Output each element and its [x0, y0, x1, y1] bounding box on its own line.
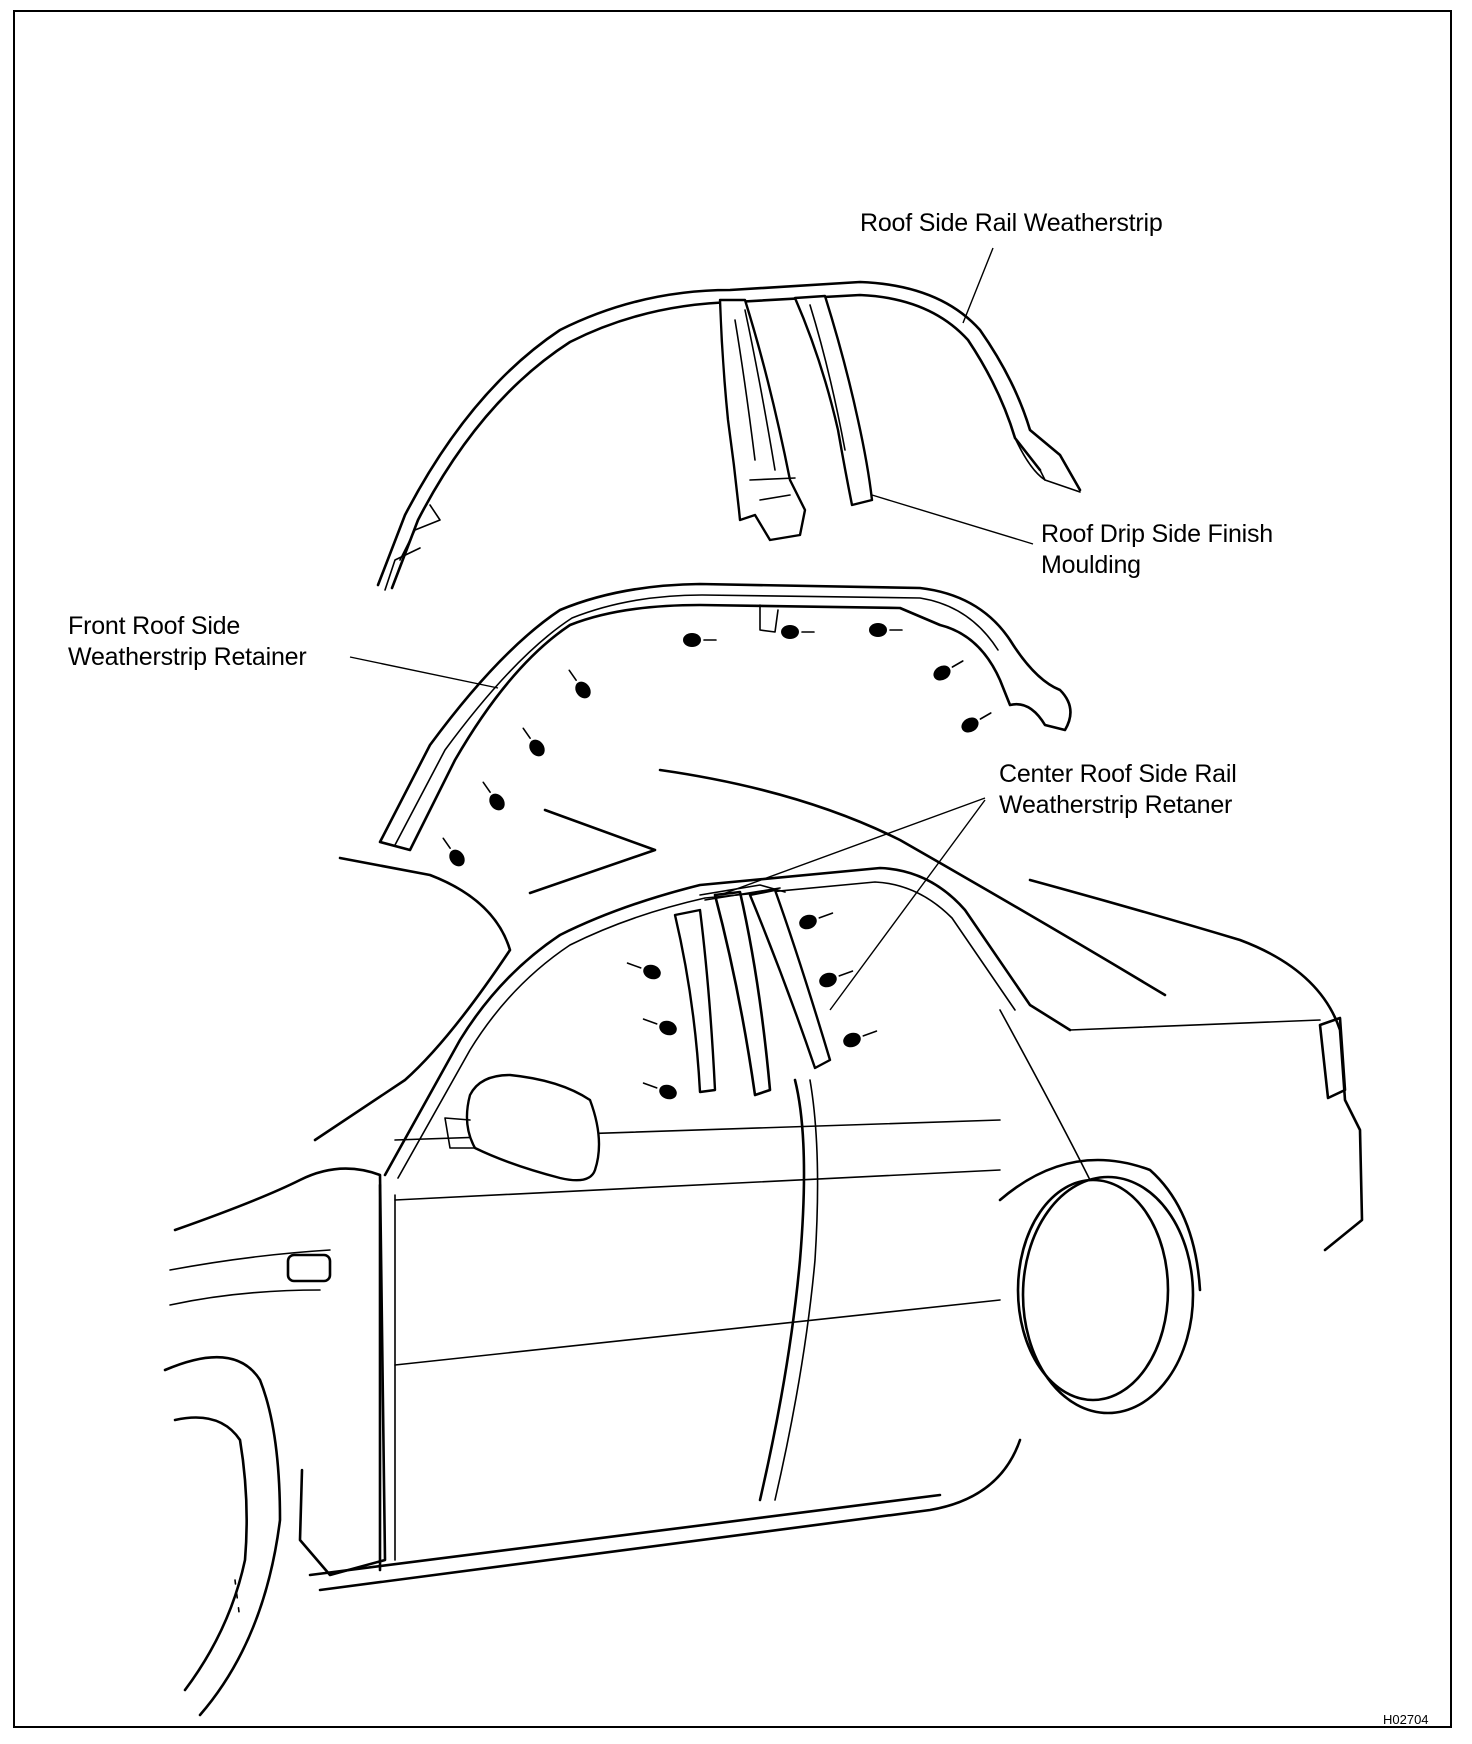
- leader-center-retainer-b: [829, 799, 986, 1011]
- leader-roof-side-rail: [962, 247, 994, 324]
- screw-icon: [522, 727, 545, 757]
- leader-center-retainer-a: [719, 797, 986, 896]
- pillar-screws: [626, 912, 878, 1100]
- screw-icon: [482, 781, 505, 811]
- leader-front-retainer: [349, 656, 499, 689]
- center-pillar-weatherstrip: [718, 298, 807, 542]
- screw-icon: [642, 1018, 677, 1036]
- leader-roof-drip-moulding: [871, 494, 1034, 545]
- screw-icon: [683, 633, 717, 647]
- diagram-frame: [13, 10, 1452, 1728]
- roof-drip-side-finish-moulding: [793, 294, 874, 507]
- label-roof-side-rail-weatherstrip: Roof Side Rail Weatherstrip: [860, 209, 1163, 237]
- roof-side-rail-weatherstrip: [376, 280, 1082, 591]
- center-roof-side-rail-weatherstrip-retainer: [673, 884, 832, 1097]
- screw-icon: [843, 1030, 878, 1048]
- screw-icon: [642, 1082, 677, 1100]
- screw-icon: [781, 625, 815, 639]
- figure-id: H02704: [1383, 1712, 1429, 1727]
- screw-icon: [933, 660, 964, 681]
- screw-icon: [442, 837, 465, 867]
- screw-icon: [819, 970, 854, 988]
- screw-icon: [626, 962, 661, 980]
- car-body: [163, 768, 1364, 1717]
- label-center-roof-side-rail-weatherstrip-retaner: Center Roof Side Rail Weatherstrip Retan…: [999, 760, 1237, 819]
- screw-icon: [568, 669, 591, 699]
- screw-icon: [869, 623, 903, 637]
- label-front-roof-side-weatherstrip-retainer: Front Roof Side Weatherstrip Retainer: [68, 612, 307, 671]
- retainer-screws: [442, 623, 992, 867]
- front-roof-side-weatherstrip-retainer: [378, 582, 1072, 852]
- label-roof-drip-side-finish-moulding: Roof Drip Side Finish Moulding: [1041, 520, 1274, 579]
- leader-lines: [349, 247, 1034, 1011]
- screw-icon: [961, 712, 992, 733]
- screw-icon: [799, 912, 834, 930]
